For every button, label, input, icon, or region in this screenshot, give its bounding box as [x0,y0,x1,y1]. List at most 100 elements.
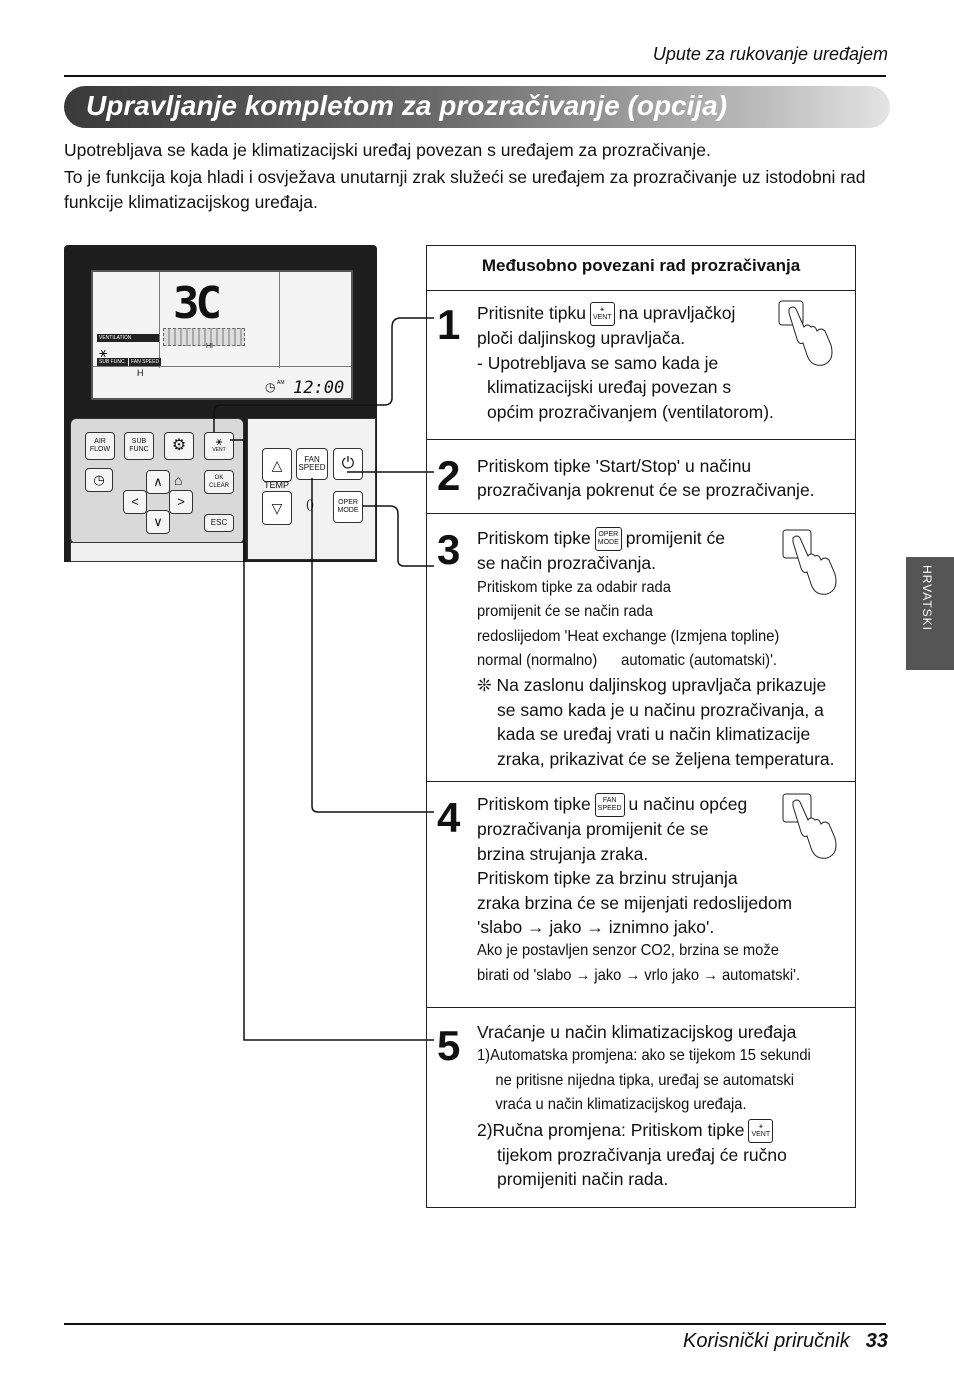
intro-paragraph-1: Upotrebljava se kada je klimatizacijski … [64,140,711,160]
step-text: promijenit će [625,528,725,548]
intro-paragraph-2: To je funkcija koja hladi i osvježava un… [64,167,866,212]
home-icon: ⌂ [174,472,183,488]
step-text: prozračivanja pokrenut će se prozračivan… [477,480,815,501]
temp-label: TEMP [264,480,290,490]
step-text: prozračivanja promijenit će se [477,819,709,840]
step-note: kada se uređaj vrati u način klimatizaci… [497,724,811,745]
step-text: Vraćanje u način klimatizacijskog uređaj… [477,1022,797,1042]
indicator-icon: () [306,497,314,511]
step-text: birati od 'slabo → jako → vrlo jako → au… [477,966,801,984]
oper-mode-button[interactable]: OPER MODE [333,491,363,523]
esc-button[interactable]: ESC [204,514,234,532]
procedure-table: Međusobno povezani rad prozračivanja 1 P… [426,245,856,1208]
step-number: 3 [437,526,461,573]
step-text: redoslijedom 'Heat exchange (Izmjena top… [477,627,780,645]
vent-key-icon: ⚹VENT [748,1119,774,1143]
page-number: 33 [865,1330,888,1352]
air-flow-button[interactable]: AIR FLOW [85,432,115,460]
hand-press-icon [782,793,837,859]
step-2: 2 Pritiskom tipke 'Start/Stop' u načinu … [427,439,855,514]
lcd-subfunc-tag: SUB FUNC. [97,358,128,366]
step-text: Pritiskom tipke 'Start/Stop' u načinu [477,456,752,476]
lcd-am: AM [277,380,285,386]
chevron-left-icon: < [131,494,139,509]
step-text: klimatizacijski uređaj povezan s [487,377,732,398]
chevron-right-icon: > [177,494,185,509]
chevron-down-icon: ∨ [153,514,163,529]
step-text: ne pritisne nijedna tipka, uređaj se aut… [495,1071,795,1089]
gear-icon: ⚙ [171,437,187,454]
triangle-up-icon: △ [271,457,283,473]
vent-button[interactable]: ⚹VENT [204,432,234,460]
step-text: se način prozračivanja. [477,553,656,574]
step-text: Pritiskom tipke [477,794,591,814]
fan-speed-button[interactable]: FAN SPEED [296,448,328,480]
vent-key-icon: ⚹VENT [589,302,615,327]
header-rule [64,75,886,77]
step-text: promijeniti način rada. [497,1169,669,1190]
lcd-hi: HI [206,343,213,350]
step-number: 4 [437,794,461,841]
left-button[interactable]: < [123,490,147,514]
language-label: HRVATSKI [920,565,934,632]
step-text: promijenit će se način rada [477,603,653,621]
lcd-fanspeed-tag: FAN SPEED [129,358,162,366]
triangle-down-icon: ▽ [271,500,283,516]
step-text: 'slabo → jako → iznimno jako'. [477,917,715,937]
table-heading: Međusobno povezani rad prozračivanja [481,256,801,275]
power-icon: ⏻ [341,455,355,472]
step-text: Pritiskom tipke za brzinu strujanja [477,868,738,889]
section-header: Upute za rukovanje uređajem [652,44,888,64]
clock-icon: ◷ [265,380,276,394]
ok-clear-button[interactable]: OK CLEAR [204,470,234,494]
start-stop-button[interactable]: ⏻ [333,448,363,480]
chevron-up-icon: ∧ [153,474,163,489]
right-button[interactable]: > [169,490,193,514]
settings-button[interactable]: ⚙ [164,432,194,460]
step-text: - Upotrebljava se samo kada je [477,352,719,373]
title-bar: Upravljanje kompletom za prozračivanje (… [64,86,890,128]
temp-down-button[interactable]: ▽ [262,491,292,525]
step-text: u načinu općeg [628,794,748,814]
up-button[interactable]: ∧ [146,470,170,494]
footer-label: Korisnički priručnik [683,1330,850,1352]
vent-icon: ⚹ [99,344,108,360]
step-text: Ako je postavljen senzor CO2, brzina se … [477,942,779,960]
vent-label: VENT [212,447,226,453]
sub-func-button[interactable]: SUB FUNC [124,432,154,460]
down-button[interactable]: ∨ [146,510,170,534]
step-text: tijekom prozračivanja uređaj će ručno [497,1145,787,1165]
step-text: 2)Ručna promjena: Pritiskom tipke [477,1119,745,1140]
page-title: Upravljanje kompletom za prozračivanje (… [86,90,728,121]
step-text: normal (normalno) [477,652,598,669]
step-text: vraća u način klimatizacijskog uređaja. [495,1096,747,1114]
step-note: ❊ Na zaslonu daljinskog upravljača prika… [477,675,827,696]
step-text: automatic (automatski)'. [621,652,777,669]
lcd-ventilation-tag: VENTILATION [97,334,159,342]
lcd-temperature: 3C [173,278,222,329]
step-note: se samo kada je u načinu prozračivanja, … [497,699,824,720]
step-5: 5 Vraćanje u način klimatizacijskog uređ… [427,1007,855,1209]
step-text: Pritiskom tipke [477,528,591,548]
step-note: zraka, prikazivat će se željena temperat… [497,748,835,769]
step-text: zraka brzina će se mijenjati redoslijedo… [477,892,793,913]
temp-up-button[interactable]: △ [262,448,292,482]
step-text: brzina strujanja zraka. [477,843,649,864]
lcd-fan-bar [163,328,245,346]
footer: Korisnički priručnik 33 [683,1330,888,1353]
timer-icon: ◷ [93,472,105,487]
step-text: na upravljačkoj [618,303,736,323]
hand-press-icon [782,529,837,595]
step-text: općim prozračivanjem (ventilatorom). [487,401,774,422]
step-text: Pritisnite tipku [477,303,586,323]
lcd-clock: 12:00 [293,378,345,398]
step-text: 1)Automatska promjena: ako se tijekom 15… [477,1047,811,1065]
timer-button[interactable]: ◷ [85,468,113,492]
step-text: Pritiskom tipke za odabir rada [477,578,671,596]
footer-rule [64,1323,886,1325]
